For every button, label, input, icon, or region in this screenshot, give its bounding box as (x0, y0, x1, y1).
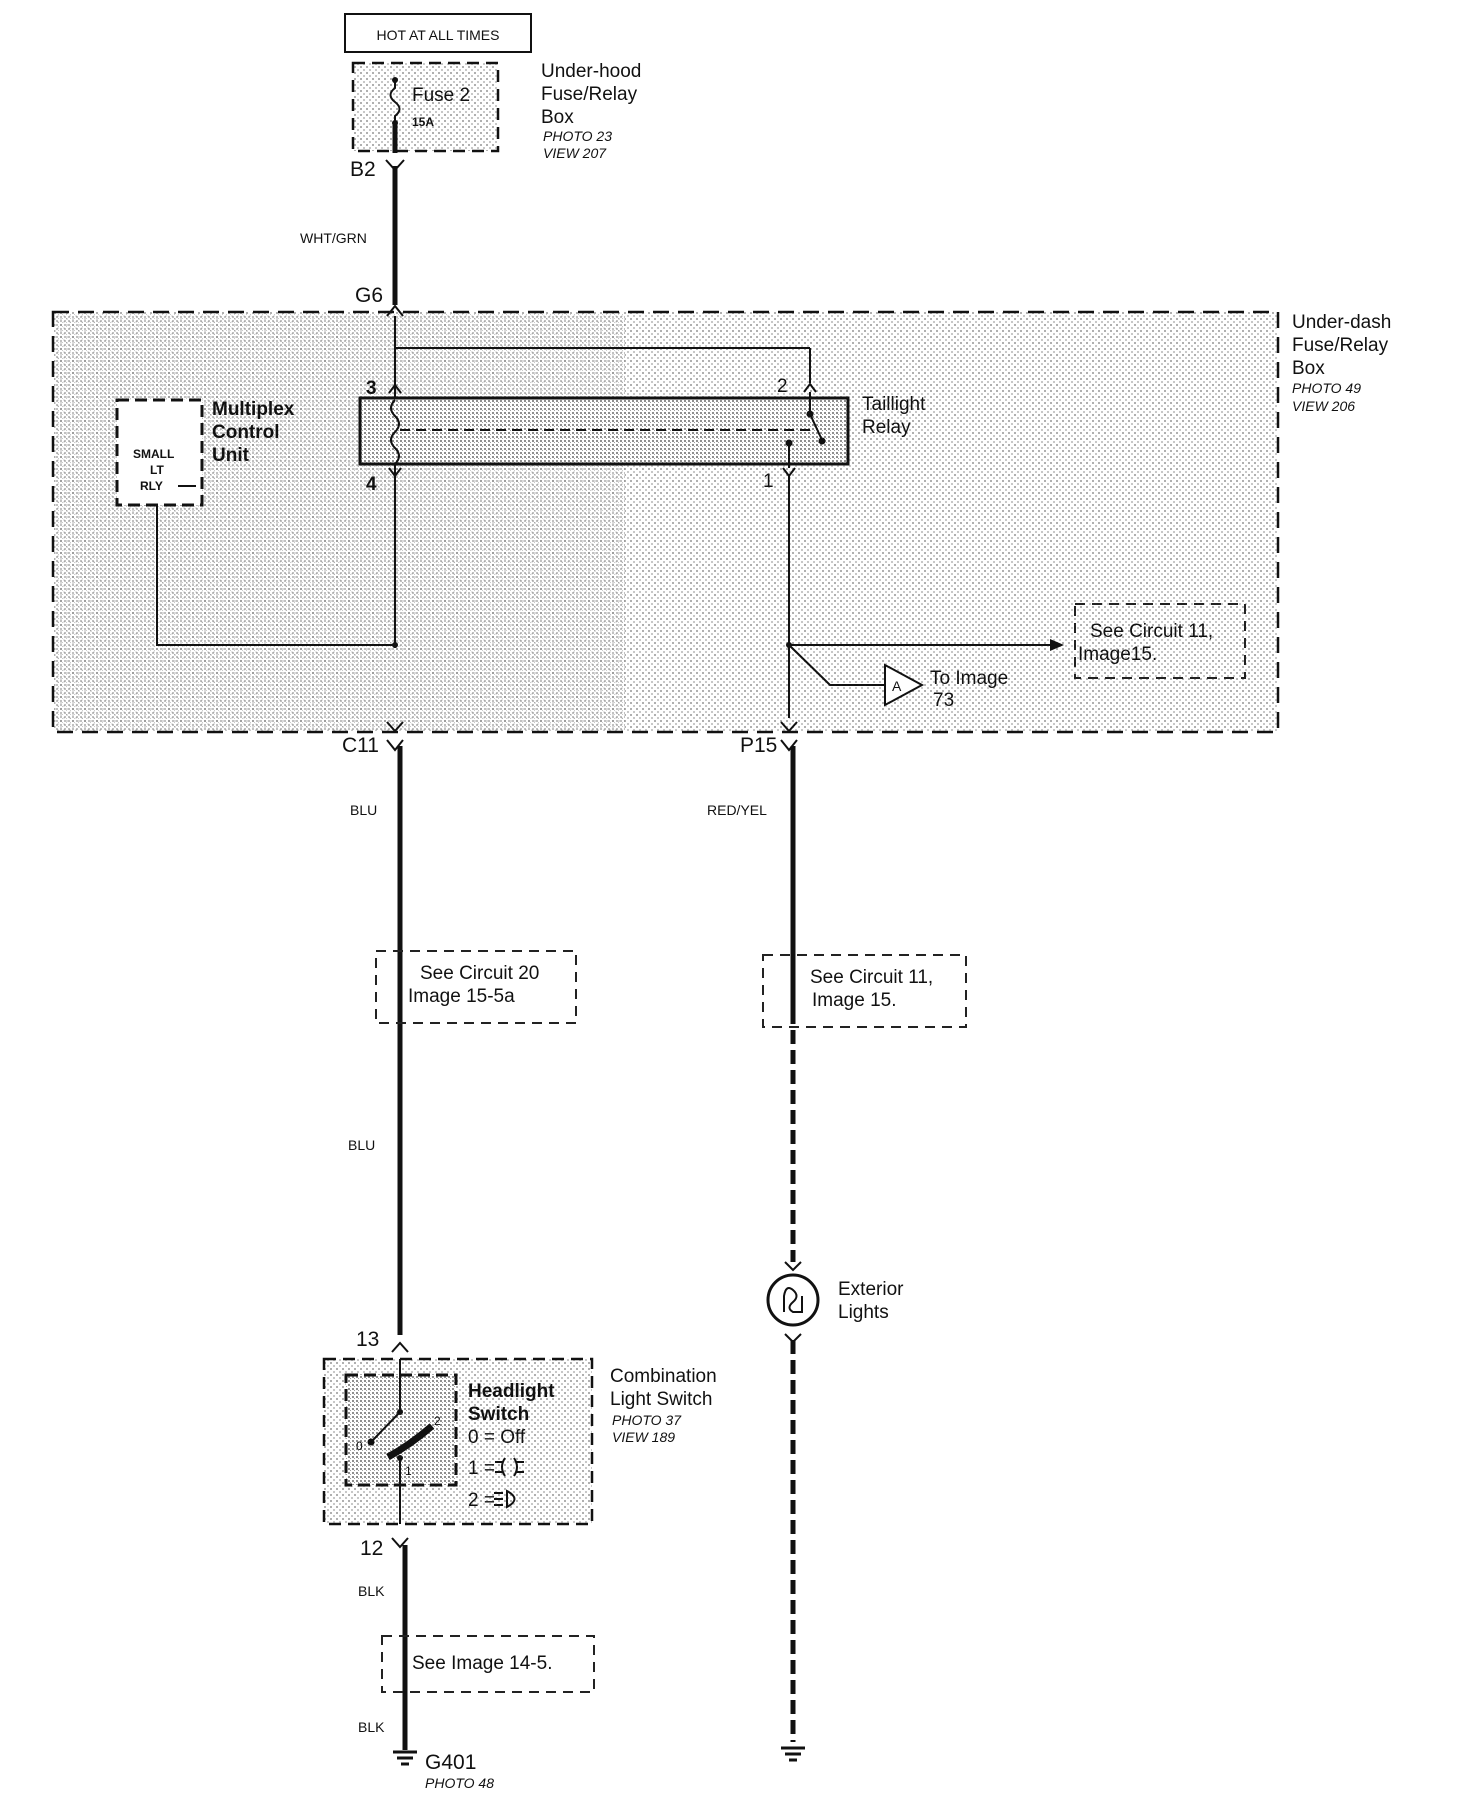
ref-circuit11-mid-1: See Circuit 11, (810, 967, 933, 988)
switch-pos1-label: 1 = (468, 1458, 495, 1479)
pin3-mark (388, 383, 402, 394)
underhood-photo: PHOTO 23 (543, 128, 612, 144)
wire-blu-2: BLU (348, 1137, 375, 1153)
combination-title-2: Light Switch (610, 1389, 712, 1410)
ground-name: G401 (425, 1751, 476, 1774)
ground-exterior-symbol (781, 1746, 805, 1762)
headlight-switch-1: Headlight (468, 1381, 555, 1402)
connector-p15-mark (780, 739, 798, 752)
to-image-marker (884, 663, 925, 707)
pin4-label: 4 (366, 474, 377, 495)
pin13-mark (391, 1341, 409, 1353)
ground-g401-symbol (393, 1750, 417, 1766)
headlight-icon (494, 1489, 516, 1509)
connector-c11-mark (386, 739, 404, 752)
wire-blu-1: BLU (350, 802, 377, 818)
multiplex-title-1: Multiplex (212, 399, 295, 420)
connector-c11-mark-top (386, 721, 404, 733)
multiplex-small-lt-rly (115, 398, 204, 507)
ground-photo: PHOTO 48 (425, 1775, 494, 1791)
combination-photo: PHOTO 37 (612, 1412, 682, 1428)
fuse-name: Fuse 2 (412, 85, 470, 106)
to-image-marker-letter: A (892, 678, 902, 694)
relay-title-1: Taillight (862, 394, 926, 415)
fuse-rating: 15A (412, 115, 434, 129)
underdash-dense-shade (55, 314, 625, 730)
pin12-mark (391, 1537, 409, 1549)
underhood-view: VIEW 207 (543, 145, 607, 161)
pin4-mark (388, 467, 402, 478)
bulb-top-mark (784, 1261, 802, 1272)
relay-title-2: Relay (862, 417, 911, 438)
multiplex-title-2: Control (212, 422, 280, 443)
pin12-label: 12 (360, 1537, 383, 1560)
switch-num-2: 2 (434, 1414, 441, 1428)
pin2-mark (803, 382, 817, 393)
underdash-view: VIEW 206 (1292, 398, 1355, 414)
connector-g6-mark (386, 304, 404, 317)
pin2-label: 2 (777, 376, 788, 397)
fuse-symbol (389, 78, 401, 124)
bulb-filament (783, 1287, 803, 1313)
combination-view: VIEW 189 (612, 1429, 675, 1445)
switch-pos0 (367, 1438, 375, 1446)
ref-circuit11-top-2: Image15. (1078, 644, 1157, 665)
ref-circuit20-2: Image 15-5a (408, 986, 515, 1007)
combination-title-1: Combination (610, 1366, 717, 1387)
to-image-line2: 73 (933, 690, 954, 711)
exterior-title-1: Exterior (838, 1279, 904, 1300)
fuse-node-top (392, 77, 398, 83)
switch-pos0-label: 0 = Off (468, 1427, 526, 1448)
ref-circuit11-mid (762, 954, 967, 1028)
multiplex-inner-1: SMALL (133, 447, 174, 461)
pin3-label: 3 (366, 378, 377, 399)
ref-circuit20-1: See Circuit 20 (420, 963, 539, 984)
underdash-title-1: Under-dash (1292, 312, 1391, 333)
underhood-box (351, 61, 500, 153)
ref-circuit11-top (1074, 603, 1246, 679)
exterior-title-2: Lights (838, 1302, 889, 1323)
switch-pos2-label: 2 = (468, 1490, 495, 1511)
parking-light-icon (495, 1457, 524, 1477)
switch-pos1 (397, 1455, 403, 1461)
multiplex-inner-3: RLY (140, 479, 163, 493)
exterior-lights-bulb (766, 1273, 820, 1327)
junction-node (392, 642, 398, 648)
connector-c11: C11 (342, 734, 379, 757)
wire-red-yel: RED/YEL (707, 802, 767, 818)
switch-arc (386, 1423, 435, 1461)
connector-p15-mark-top (780, 721, 798, 733)
switch-num-1: 1 (405, 1464, 412, 1478)
underhood-title-2: Fuse/Relay (541, 84, 638, 105)
underhood-title-3: Box (541, 107, 574, 128)
wire-blk-1: BLK (358, 1583, 385, 1599)
wire-wht-grn: WHT/GRN (300, 230, 367, 246)
underdash-title-3: Box (1292, 358, 1325, 379)
ref-circuit11-mid-2: Image 15. (812, 990, 897, 1011)
underhood-title-1: Under-hood (541, 61, 641, 82)
connector-b2: B2 (350, 158, 376, 181)
relay-coil (390, 399, 400, 465)
arrow-circuit11 (1050, 639, 1064, 651)
relay-contact-bottom (785, 439, 793, 447)
multiplex-inner-2: LT (150, 463, 164, 477)
pin13-label: 13 (356, 1328, 379, 1351)
connector-g6: G6 (355, 284, 383, 307)
headlight-switch-2: Switch (468, 1404, 529, 1425)
wire-blk-2: BLK (358, 1719, 385, 1735)
hot-label: HOT AT ALL TIMES (377, 27, 500, 43)
connector-p15: P15 (740, 734, 777, 757)
switch-num-0: 0 (356, 1439, 363, 1453)
ref-circuit11-top-1: See Circuit 11, (1090, 621, 1213, 642)
relay-contact-pivot (818, 437, 826, 445)
underdash-photo: PHOTO 49 (1292, 380, 1361, 396)
hot-label-box (344, 13, 532, 53)
ref-image14-5-text: See Image 14-5. (412, 1653, 552, 1674)
ref-image14-5 (381, 1635, 595, 1693)
multiplex-title-3: Unit (212, 445, 250, 466)
to-image-line1: To Image (930, 668, 1008, 689)
pin1-label: 1 (763, 471, 774, 492)
underdash-title-2: Fuse/Relay (1292, 335, 1389, 356)
